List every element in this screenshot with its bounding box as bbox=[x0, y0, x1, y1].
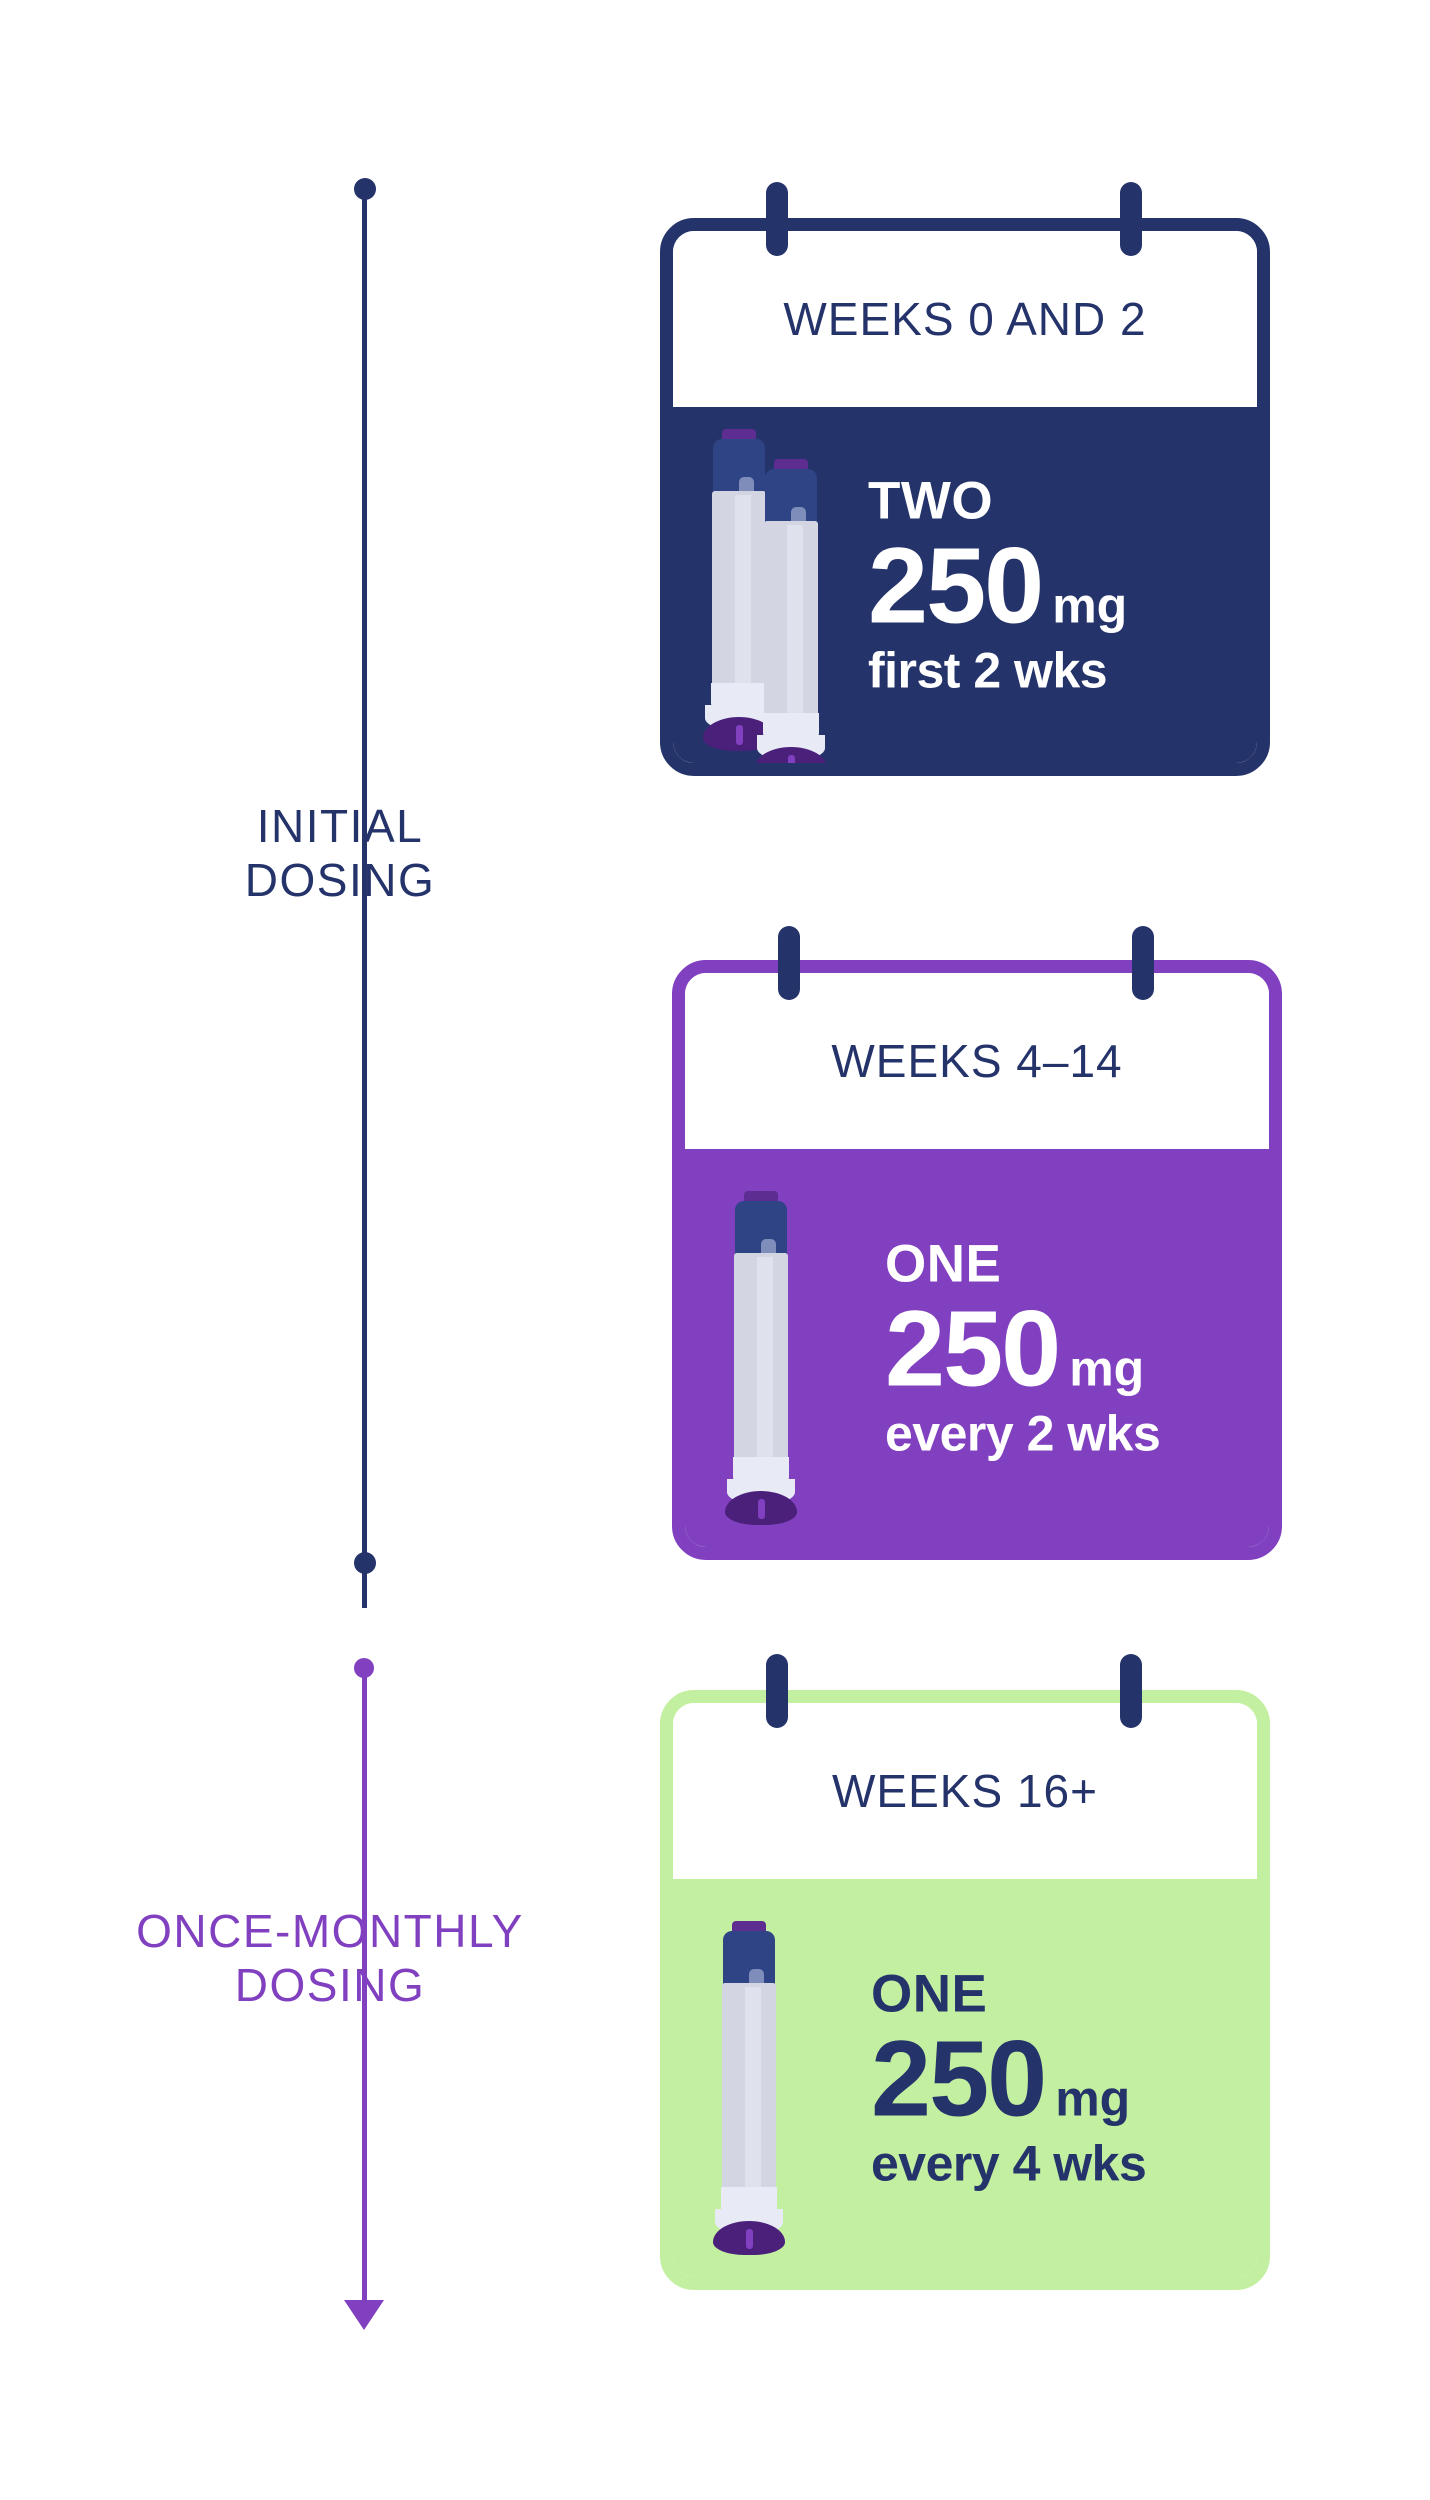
dosing-card-weeks-4-14[interactable]: WEEKS 4–14 ONE 250 mg every 2 wk bbox=[672, 960, 1282, 1560]
card-header: WEEKS 0 AND 2 bbox=[673, 231, 1257, 407]
card-header: WEEKS 16+ bbox=[673, 1703, 1257, 1879]
dose-frequency-label: every 4 wks bbox=[871, 2135, 1147, 2192]
card-header-label: WEEKS 16+ bbox=[832, 1765, 1098, 1817]
dose-text-block: ONE 250 mg every 2 wks bbox=[885, 1234, 1161, 1462]
binder-ring-icon bbox=[1120, 1654, 1142, 1728]
binder-ring-icon bbox=[766, 1654, 788, 1728]
dose-unit-label: mg bbox=[1055, 2070, 1131, 2127]
card-header-label: WEEKS 0 AND 2 bbox=[783, 293, 1147, 345]
card-body: ONE 250 mg every 2 wks bbox=[685, 1149, 1269, 1547]
card-header-label: WEEKS 4–14 bbox=[831, 1035, 1123, 1087]
timeline-purple-line bbox=[362, 1668, 367, 2310]
timeline-purple-arrow-icon bbox=[344, 2300, 384, 2330]
dosing-card-weeks-0-and-2[interactable]: WEEKS 0 AND 2 bbox=[660, 218, 1270, 776]
dose-count-label: ONE bbox=[885, 1234, 1002, 1294]
binder-ring-icon bbox=[1132, 926, 1154, 1000]
dose-unit-label: mg bbox=[1052, 577, 1128, 634]
dose-unit-label: mg bbox=[1069, 1340, 1145, 1397]
dose-number-label: 250 bbox=[871, 2017, 1047, 2139]
card-body: TWO 250 mg first 2 wks bbox=[673, 407, 1257, 763]
card-body: ONE 250 mg every 4 wks bbox=[673, 1879, 1257, 2277]
timeline-navy-end-dot bbox=[354, 1552, 376, 1574]
dose-count-label: TWO bbox=[868, 471, 994, 531]
dose-text-block: ONE 250 mg every 4 wks bbox=[871, 1964, 1147, 2192]
stage-label-initial-dosing: INITIAL DOSING bbox=[244, 800, 436, 906]
dose-number-label: 250 bbox=[885, 1287, 1061, 1409]
card-header: WEEKS 4–14 bbox=[685, 973, 1269, 1149]
stage-label-once-monthly-dosing: ONCE-MONTHLY DOSING bbox=[136, 1905, 524, 2011]
dose-amount-row: 250 mg bbox=[871, 2017, 1146, 2139]
dose-number-label: 250 bbox=[868, 524, 1044, 646]
dose-amount-row: 250 mg bbox=[868, 524, 1128, 646]
binder-ring-icon bbox=[766, 182, 788, 256]
dose-text-block: TWO 250 mg first 2 wks bbox=[868, 475, 1127, 696]
dose-count-label: ONE bbox=[871, 1964, 988, 2024]
dose-frequency-label: first 2 wks bbox=[868, 642, 1108, 699]
dose-amount-row: 250 mg bbox=[885, 1287, 1160, 1409]
binder-ring-icon bbox=[1120, 182, 1142, 256]
binder-ring-icon bbox=[778, 926, 800, 1000]
dosing-card-weeks-16-plus[interactable]: WEEKS 16+ ONE 250 mg every 4 wks bbox=[660, 1690, 1270, 2290]
dose-frequency-label: every 2 wks bbox=[885, 1405, 1161, 1462]
timeline-navy-line bbox=[362, 188, 367, 1608]
